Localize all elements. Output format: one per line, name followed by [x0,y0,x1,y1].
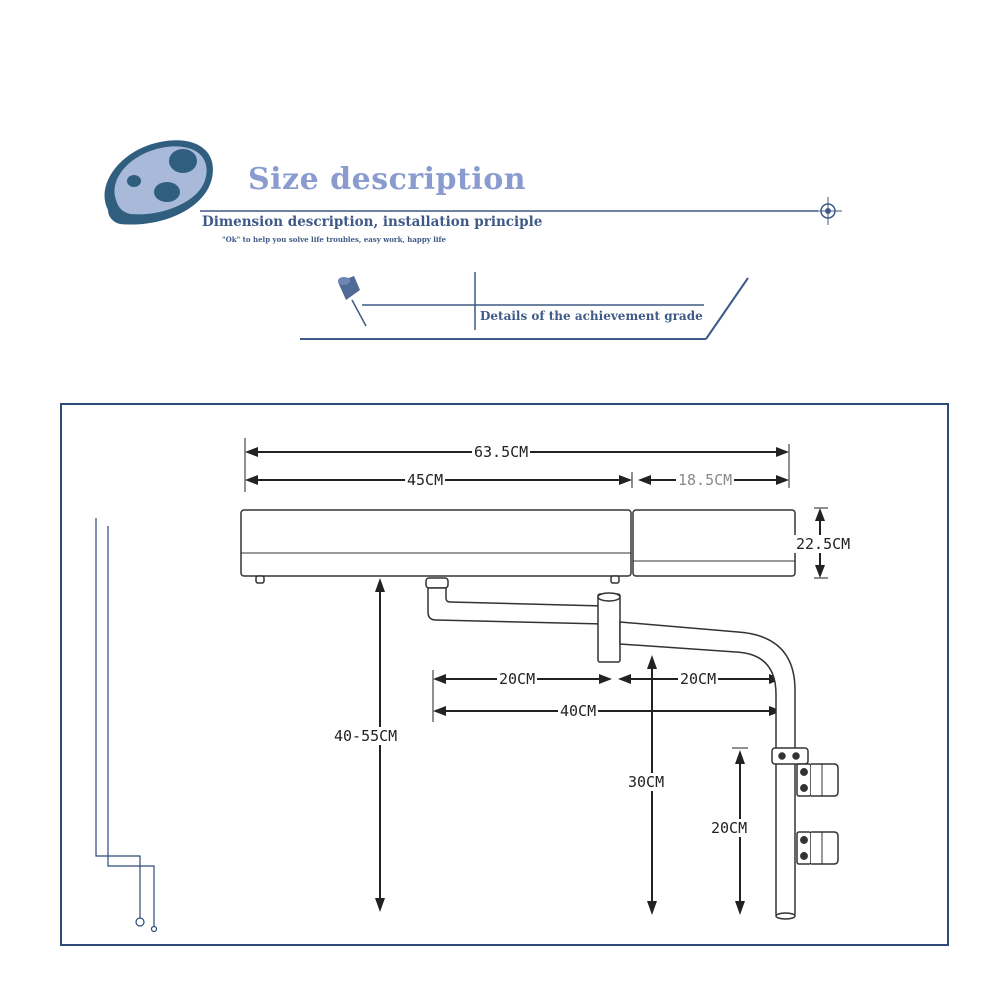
dim-label-height-range: 40-55CM [332,727,400,745]
dim-label-arm-segment-1: 20CM [497,670,538,688]
dim-label-arm-total: 40CM [558,702,599,720]
page-tagline: "Ok" to help you solve life troubles, ea… [222,235,447,244]
dim-label-pad-length: 18.5CM [676,471,735,489]
page-subtitle: Dimension description, installation prin… [202,214,543,230]
dim-label-tray-length: 45CM [405,471,446,489]
dim-label-clamp-spacing: 20CM [709,819,750,837]
tray-drawing [240,509,796,584]
logo-icon [104,140,213,225]
pushpin-icon [338,276,367,327]
diagram-frame [60,403,949,946]
details-label: Details of the achievement grade [480,309,703,323]
circuit-decoration [95,518,158,933]
dim-label-total-length: 63.5CM [472,443,531,461]
dim-label-arm-segment-2: 20CM [678,670,719,688]
dim-label-thickness: 22.5CM [794,535,853,553]
dim-label-pole-height: 30CM [626,773,667,791]
target-icon [814,197,842,225]
arm-drawing [425,577,796,751]
page-title: Size description [248,162,527,197]
pole-drawing [771,747,839,920]
